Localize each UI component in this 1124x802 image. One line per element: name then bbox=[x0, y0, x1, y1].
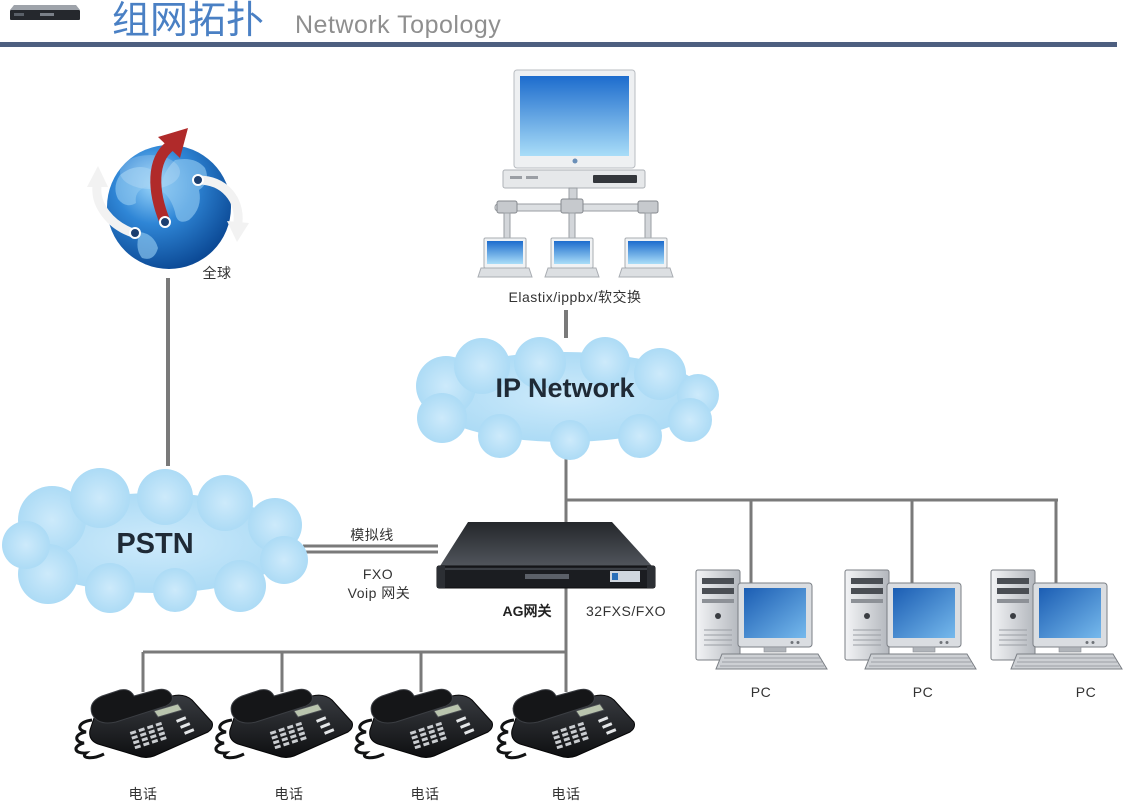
analog-line-label: 模拟线 bbox=[350, 527, 394, 543]
phone-group: 电话 电话 电话 电话 bbox=[74, 687, 636, 802]
globe-icon bbox=[87, 128, 249, 269]
pstn-cloud: PSTN bbox=[2, 468, 308, 613]
page-subtitle: Network Topology bbox=[295, 11, 501, 39]
pc-label: PC bbox=[913, 684, 933, 700]
globe-node: 全球 bbox=[87, 128, 249, 281]
globe-label: 全球 bbox=[203, 265, 232, 281]
phone-icon bbox=[496, 687, 636, 760]
server-icon bbox=[494, 69, 659, 239]
phone-label: 电话 bbox=[129, 786, 158, 802]
links bbox=[141, 278, 1058, 692]
header-rule bbox=[0, 42, 1117, 47]
ip-network-cloud: IP Network bbox=[416, 337, 719, 460]
pstn-label: PSTN bbox=[116, 528, 193, 560]
server-node: Elastix/ippbx/软交换 bbox=[477, 69, 674, 305]
laptop-icon bbox=[544, 237, 600, 278]
header: 组网拓扑 Network Topology bbox=[0, 0, 1117, 47]
phone-label: 电话 bbox=[552, 786, 581, 802]
laptop-icon bbox=[618, 237, 674, 278]
page-title: 组网拓扑 bbox=[112, 0, 264, 42]
gateway-node: AG网关 32FXS/FXO bbox=[436, 522, 666, 619]
phone-label: 电话 bbox=[411, 786, 440, 802]
gateway-name: AG网关 bbox=[503, 603, 552, 619]
phone-label: 电话 bbox=[275, 786, 304, 802]
phone-icon bbox=[74, 687, 214, 760]
pc-icon bbox=[990, 569, 1123, 670]
pc-group: PC PC PC bbox=[695, 569, 1123, 700]
gateway-device-icon bbox=[436, 522, 656, 589]
pc-label: PC bbox=[751, 684, 771, 700]
phone-icon bbox=[214, 687, 354, 760]
server-label: Elastix/ippbx/软交换 bbox=[509, 289, 642, 305]
phone-icon bbox=[354, 687, 494, 760]
ip-network-label: IP Network bbox=[495, 373, 635, 403]
pc-label: PC bbox=[1076, 684, 1096, 700]
rack-device-icon bbox=[10, 5, 80, 20]
voip-gateway-label: Voip 网关 bbox=[348, 585, 411, 601]
pc-icon bbox=[695, 569, 828, 670]
laptop-icon bbox=[477, 237, 533, 278]
pc-icon bbox=[844, 569, 977, 670]
fxo-label: FXO bbox=[363, 566, 393, 582]
gateway-ports: 32FXS/FXO bbox=[586, 603, 666, 619]
